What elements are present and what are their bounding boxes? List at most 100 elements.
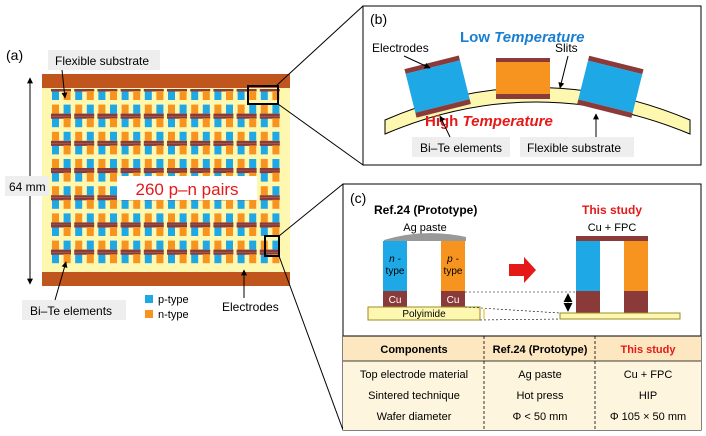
n-type-element — [86, 227, 94, 236]
n-type-element — [156, 199, 164, 209]
p-type-element — [144, 254, 152, 264]
slits-pointer — [558, 55, 569, 89]
n-type-element — [86, 254, 94, 264]
p-type-element — [63, 213, 71, 223]
bite-elements-b-pointer — [439, 115, 451, 138]
p-type-element — [214, 254, 222, 264]
p-type-element — [260, 199, 268, 209]
p-type-element — [260, 172, 268, 182]
electrode-strip — [213, 170, 234, 174]
legend-n-swatch — [145, 310, 153, 318]
electrode-strip — [51, 116, 71, 119]
p-type-element — [260, 145, 268, 155]
n-type-element — [133, 118, 141, 128]
electrode-strip — [74, 89, 95, 92]
n-type-element — [202, 118, 210, 128]
electrode-strip — [120, 249, 141, 253]
table-body-bg — [343, 361, 701, 430]
p-type-element — [75, 91, 83, 100]
electrode-strip — [213, 89, 234, 92]
electrode-strip — [51, 252, 71, 255]
p-type-element — [191, 145, 199, 155]
p-type-element — [226, 131, 233, 141]
electrode-strip — [236, 170, 257, 174]
electrodes-pointer-b — [403, 55, 431, 69]
proto-p-label-2: type — [444, 266, 463, 277]
n-type-element — [249, 227, 257, 236]
p-type-element — [249, 159, 257, 168]
n-type-element — [98, 240, 106, 250]
n-type-element — [75, 104, 83, 114]
n-type-element — [156, 254, 164, 264]
p-type-element — [260, 118, 268, 128]
p-type-element — [168, 118, 175, 128]
electrode-strip — [236, 249, 257, 253]
p-type-element — [237, 118, 245, 128]
p-type-element — [110, 213, 117, 223]
bending-element-middle — [496, 58, 550, 99]
n-type-element — [237, 240, 245, 250]
n-type-element — [226, 199, 233, 209]
n-type-element — [63, 227, 71, 236]
electrode-strip — [259, 252, 280, 255]
n-type-element — [75, 186, 83, 196]
p-type-element — [52, 199, 59, 209]
study-cu-left — [576, 291, 600, 313]
n-type-element — [237, 104, 245, 114]
n-type-element — [98, 131, 106, 141]
p-type-element — [75, 172, 83, 182]
n-type-element — [86, 199, 94, 209]
n-type-element — [168, 104, 175, 114]
electrode-strip — [259, 225, 280, 228]
bending-element-left — [404, 55, 471, 118]
n-type-element — [214, 240, 222, 250]
electrode-strip — [143, 113, 164, 117]
p-type-element — [63, 104, 71, 114]
n-type-element — [249, 254, 257, 264]
p-type-element — [98, 118, 106, 128]
electrode-strip — [97, 113, 118, 117]
n-type-element — [144, 104, 152, 114]
electrode-strip — [259, 168, 280, 171]
n-type-element — [272, 172, 280, 182]
table-cell: Top electrode material — [360, 369, 468, 381]
electrode-strip — [143, 116, 164, 119]
electrode-strip — [74, 252, 95, 255]
electrode-strip — [190, 143, 211, 146]
electrode-strip — [120, 116, 141, 119]
p-type-element — [214, 145, 222, 155]
electrode-strip — [120, 113, 141, 117]
n-type-element — [260, 213, 268, 223]
p-type-element — [191, 91, 199, 100]
n-type-element — [191, 240, 199, 250]
table-header-components: Components — [380, 344, 447, 356]
p-type-element — [179, 131, 187, 141]
electrode-strip — [236, 222, 257, 225]
p-type-element — [272, 131, 280, 141]
electrode-strip — [167, 140, 187, 144]
electrode-strip — [120, 168, 141, 171]
callout-line-c2 — [278, 255, 344, 431]
flexible-substrate-label-box — [48, 50, 160, 70]
substrate-bottom-band — [42, 272, 290, 286]
electrode-strip — [213, 252, 234, 255]
n-type-element — [272, 145, 280, 155]
proto-n-label-1: n - — [389, 254, 401, 265]
proto-n-label-2: type — [386, 266, 405, 277]
p-type-element — [52, 254, 59, 264]
electrode-strip — [74, 222, 95, 225]
electrode-strip — [213, 116, 234, 119]
p-type-element — [52, 91, 59, 100]
n-type-element — [272, 227, 280, 236]
n-type-element — [249, 199, 257, 209]
comparison-arrow — [509, 257, 536, 283]
n-type-element — [52, 213, 59, 223]
study-fpc — [576, 236, 648, 241]
dimension-label: 64 mm — [9, 180, 46, 194]
p-type-element — [202, 240, 210, 250]
electrode-strip — [167, 222, 187, 225]
n-type-element — [202, 91, 210, 100]
electrode-strip — [190, 113, 211, 117]
p-type-element — [156, 104, 164, 114]
